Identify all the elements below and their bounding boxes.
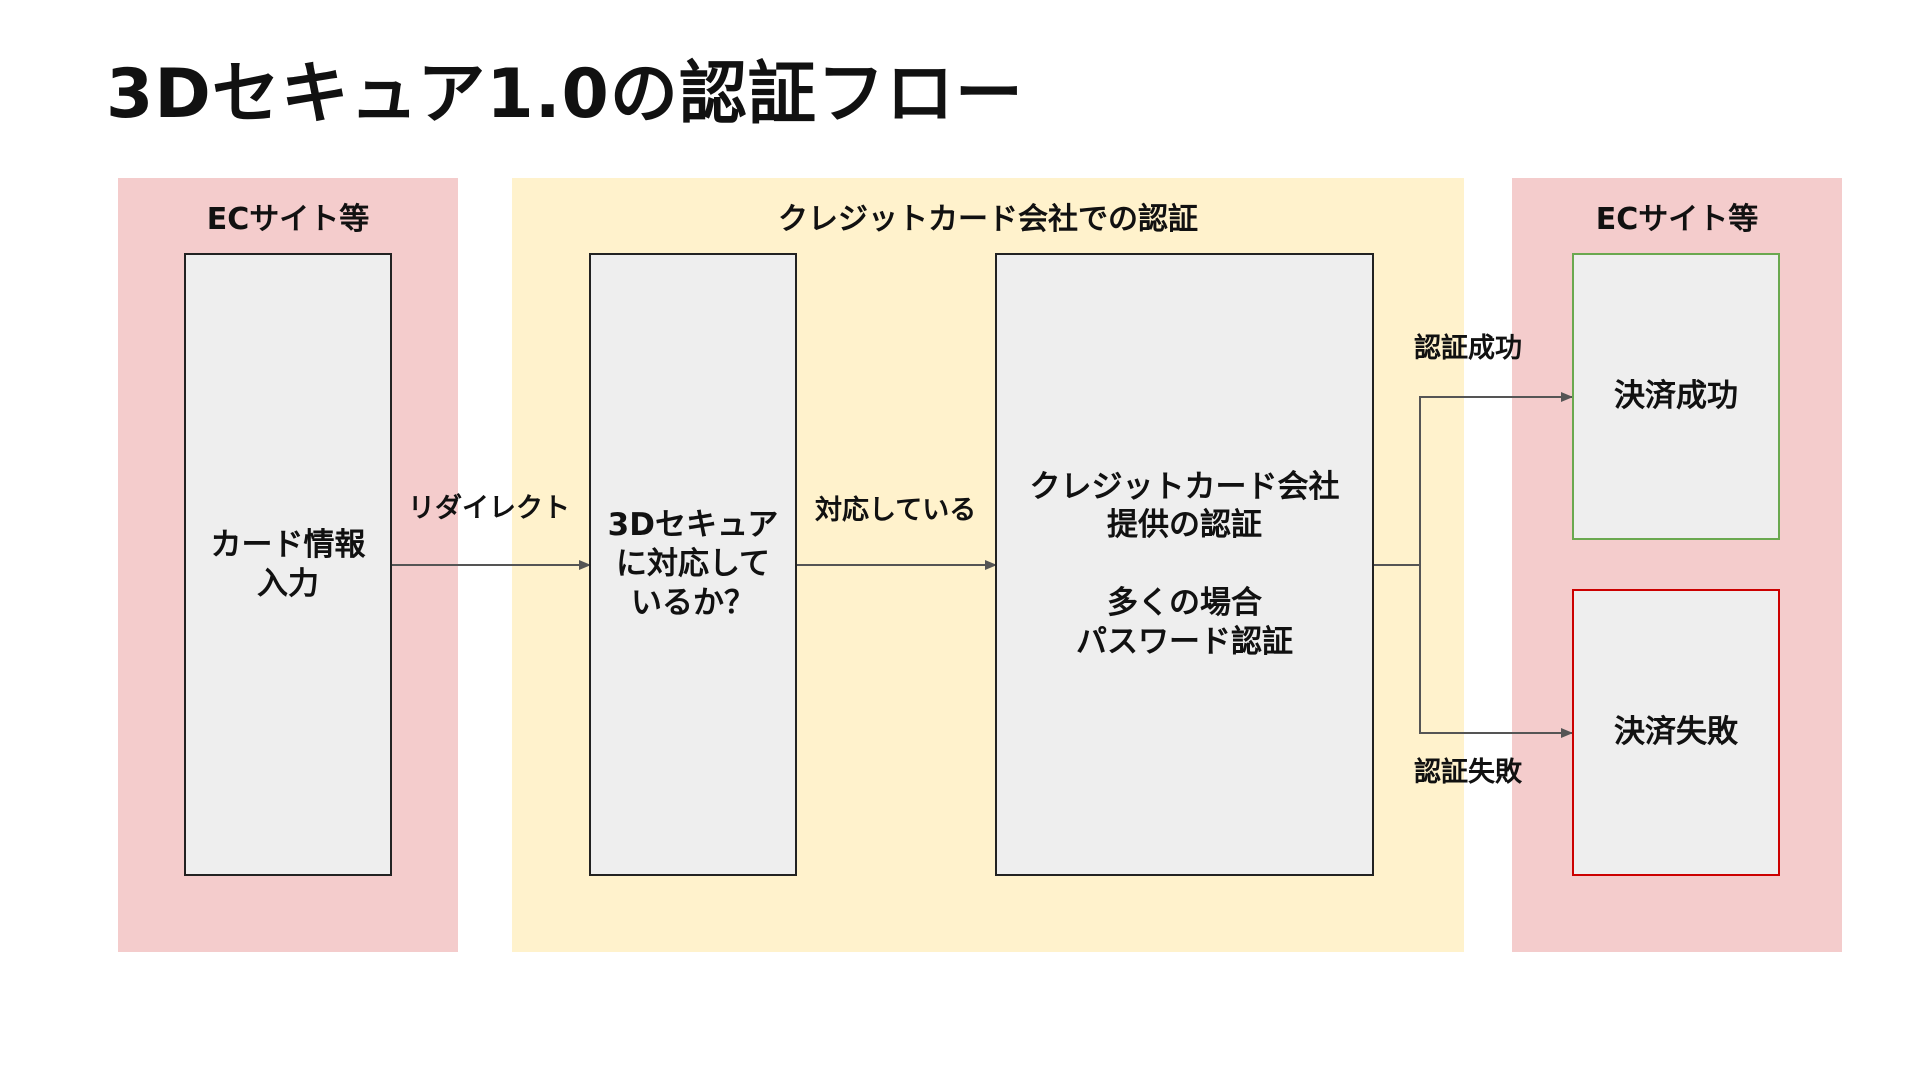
edge-label-redirect: リダイレクト xyxy=(408,493,570,524)
region-ec-left-label: ECサイト等 xyxy=(206,202,370,237)
node-card-company-auth: クレジットカード会社 提供の認証 多くの場合 パスワード認証 xyxy=(995,253,1374,876)
page-title: 3Dセキュア1.0の認証フロー xyxy=(106,55,1024,134)
node-card-input: カード情報 入力 xyxy=(184,253,392,876)
arrow-auth-success xyxy=(1374,392,1573,566)
arrow-auth-failure xyxy=(1419,565,1573,738)
edge-label-auth-failure: 認証失敗 xyxy=(1414,757,1522,788)
region-card-company-label: クレジットカード会社での認証 xyxy=(778,202,1198,237)
node-3d-secure-support-check: 3Dセキュア に対応して いるか？ xyxy=(589,253,797,876)
region-ec-right-label: ECサイト等 xyxy=(1595,202,1759,237)
edge-label-auth-success: 認証成功 xyxy=(1414,333,1522,364)
edge-label-supported: 対応している xyxy=(815,495,977,526)
node-payment-success: 決済成功 xyxy=(1572,253,1780,540)
node-payment-failure: 決済失敗 xyxy=(1572,589,1780,876)
